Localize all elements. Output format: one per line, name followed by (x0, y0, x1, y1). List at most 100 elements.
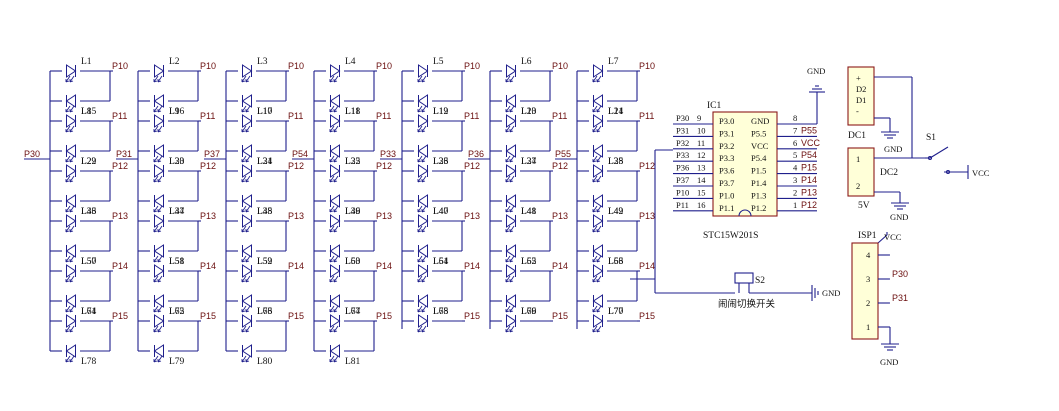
ic-pin-name: P3.1 (719, 128, 734, 138)
led-ref: L4 (345, 57, 356, 67)
led-ref: L70 (608, 307, 624, 317)
led-arrow (333, 355, 339, 363)
row-net-label: P14 (552, 261, 568, 271)
led-triangle (506, 164, 517, 178)
led-ref: L43 (81, 207, 97, 217)
column-net-label: P33 (380, 149, 396, 159)
led-icon (65, 114, 77, 133)
led-arrow (421, 325, 427, 333)
led-arrow (509, 75, 515, 83)
led-arrow (241, 305, 247, 313)
led-arrow (417, 255, 423, 263)
row-net-label: P11 (288, 111, 303, 121)
ic-pin-net: P55 (801, 125, 817, 135)
led-ref: L62 (521, 257, 537, 267)
led-triangle (154, 264, 165, 278)
led-arrow (153, 205, 159, 213)
led-arrow (157, 305, 163, 313)
led-arrow (333, 325, 339, 333)
led-ref: L65 (169, 307, 185, 317)
led-arrow (329, 155, 335, 163)
led-ref: L58 (169, 257, 185, 267)
ic-pin-net: P37 (676, 175, 689, 185)
led-arrow (69, 325, 75, 333)
led-arrow (421, 75, 427, 83)
led-ref: L42 (608, 207, 624, 217)
row-net-label: P14 (112, 261, 128, 271)
row-net-label: P15 (464, 311, 480, 321)
led-arrow (592, 325, 598, 333)
led-icon (505, 294, 516, 313)
led-arrow (153, 175, 159, 183)
led-icon (505, 164, 517, 183)
ic-pin-name: GND (751, 116, 769, 126)
led-arrow (329, 125, 335, 133)
switch-s1-vcc: VCC (972, 168, 990, 178)
ic-pin-name: P5.5 (751, 128, 766, 138)
led-arrow (592, 155, 598, 163)
ic-pin-name: P3.6 (719, 166, 734, 176)
ic-pin-net: P36 (676, 163, 689, 173)
ic-pin-net: P33 (676, 150, 689, 160)
row-net-label: P12 (288, 161, 304, 171)
led-ref: L41 (521, 207, 537, 217)
led-arrow (333, 75, 339, 83)
led-icon (65, 164, 77, 183)
led-arrow (245, 275, 251, 283)
column-net-label: P30 (24, 149, 40, 159)
ic-pin-name: VCC (751, 141, 769, 151)
column-net-label: P55 (555, 149, 571, 159)
led-arrow (333, 105, 339, 113)
led-arrow (596, 155, 602, 163)
led-arrow (157, 105, 163, 113)
led-arrow (241, 155, 247, 163)
row-net-label: P13 (552, 211, 568, 221)
led-icon (417, 144, 428, 163)
led-triangle (417, 94, 428, 108)
led-triangle (65, 94, 76, 108)
dc1-pin: D1 (856, 95, 866, 105)
led-ref: L76 (521, 307, 537, 317)
led-ref: L80 (257, 357, 273, 367)
led-arrow (505, 105, 511, 113)
led-arrow (421, 155, 427, 163)
led-triangle (330, 264, 341, 278)
led-ref: L45 (257, 207, 273, 217)
led-triangle (66, 264, 77, 278)
led-arrow (65, 355, 71, 363)
led-ref: L22 (81, 157, 97, 167)
led-icon (241, 244, 252, 263)
ic-pin-number: 2 (793, 187, 797, 197)
row-net-label: P10 (464, 61, 480, 71)
led-arrow (509, 275, 515, 283)
led-triangle (242, 114, 253, 128)
led-triangle (417, 294, 428, 308)
led-arrow (592, 225, 598, 233)
led-arrow (65, 75, 71, 83)
led-icon (65, 344, 76, 363)
led-ref: L53 (345, 257, 361, 267)
led-triangle (506, 264, 517, 278)
led-icon (153, 144, 164, 163)
isp-gnd-label: GND (880, 357, 898, 367)
dc2-pin: 1 (856, 154, 860, 164)
ic-pin-name: P3.7 (719, 178, 734, 188)
led-triangle (65, 194, 76, 208)
led-triangle (329, 244, 340, 258)
ic-pin-name: P1.4 (751, 178, 767, 188)
led-ref: L19 (433, 107, 449, 117)
led-icon (505, 314, 517, 333)
led-arrow (333, 205, 339, 213)
led-triangle (592, 144, 603, 158)
led-ref: L47 (433, 207, 449, 217)
led-arrow (509, 255, 515, 263)
led-ref: L71 (81, 307, 97, 317)
led-icon (65, 264, 77, 283)
led-arrow (69, 125, 75, 133)
led-arrow (65, 275, 71, 283)
column-net-label: P54 (292, 149, 308, 159)
led-ref: L67 (345, 307, 361, 317)
ic-pin-net: P15 (801, 163, 817, 173)
led-triangle (593, 114, 604, 128)
ic-pin-number: 7 (793, 125, 797, 135)
